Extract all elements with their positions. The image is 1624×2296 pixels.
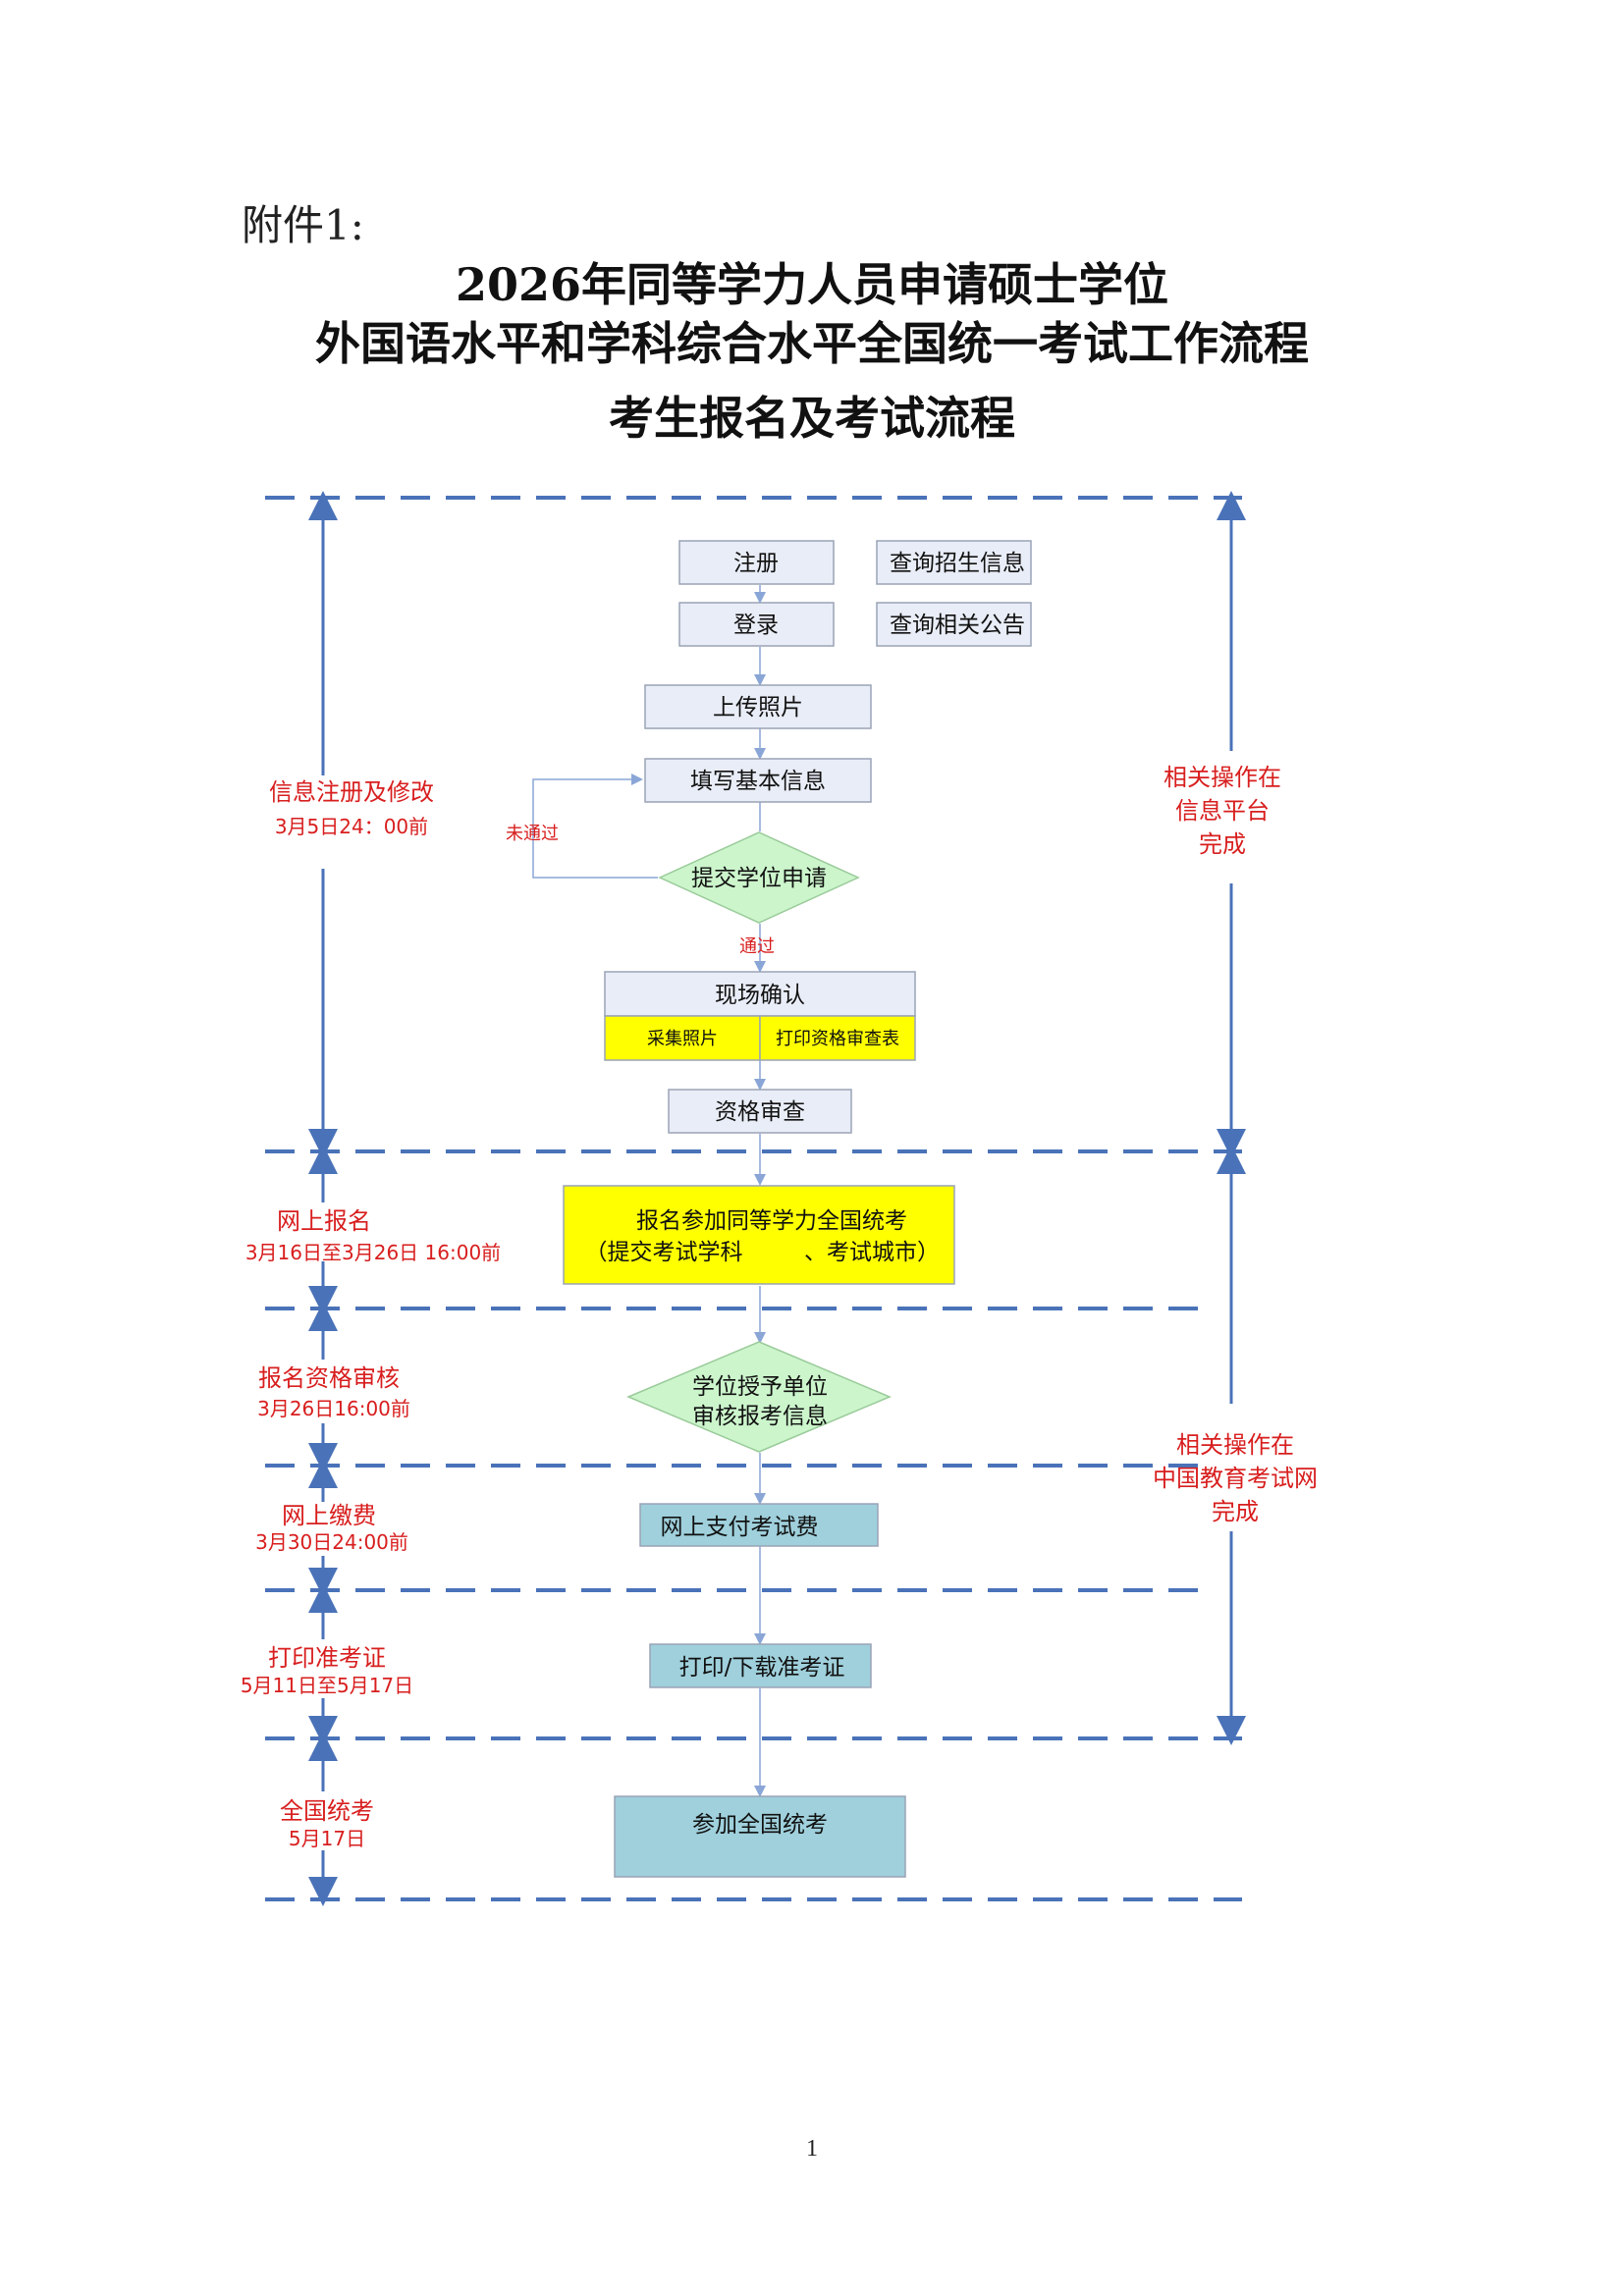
right-note-2-line1: 相关操作在 [1176, 1431, 1294, 1459]
right-note-2-line3: 完成 [1212, 1498, 1259, 1525]
label-onsite-confirm: 现场确认 [715, 983, 805, 1008]
box-upload-photo [644, 684, 872, 729]
label-upload-photo: 上传照片 [713, 695, 803, 721]
label-print-ticket: 打印/下载准考证 [679, 1655, 845, 1681]
label-query-enroll: 查询招生信息 [890, 551, 1025, 576]
stage-3-name: 报名资格审核 [258, 1364, 400, 1392]
box-login [678, 602, 835, 647]
stage-4-date: 3月30日24:00前 [255, 1530, 408, 1554]
label-review-line2: 审核报考信息 [692, 1404, 828, 1429]
label-query-notice: 查询相关公告 [890, 613, 1025, 638]
stage-3-date: 3月26日16:00前 [257, 1397, 410, 1420]
title-line-3: 考生报名及考试流程 [609, 392, 1015, 445]
stage-5-date: 5月11日至5月17日 [241, 1674, 413, 1697]
label-signup-line3: 、考试城市） [804, 1240, 940, 1265]
box-signup [563, 1185, 955, 1285]
label-submit-apply: 提交学位申请 [691, 866, 827, 891]
stage-2-date: 3月16日至3月26日 16:00前 [245, 1241, 501, 1264]
label-print-form: 打印资格审查表 [776, 1029, 899, 1049]
box-register [678, 540, 835, 585]
stage-1-date: 3月5日24：00前 [275, 815, 428, 838]
box-query-notice [876, 602, 1032, 647]
box-query-enroll [876, 540, 1032, 585]
attachment-label: 附件1: [242, 201, 364, 249]
label-collect-photo: 采集照片 [647, 1029, 718, 1049]
stage-6-date: 5月17日 [289, 1827, 365, 1850]
label-signup-line2: （提交考试学科 [585, 1240, 743, 1265]
box-print-ticket [649, 1643, 872, 1688]
label-not-passed: 未通过 [506, 824, 559, 844]
label-signup-line1: 报名参加同等学力全国统考 [636, 1208, 907, 1234]
box-pay [639, 1503, 879, 1547]
box-qualification-review [668, 1089, 852, 1134]
label-review-line1: 学位授予单位 [692, 1374, 828, 1400]
label-register: 注册 [733, 551, 779, 576]
label-fill-info: 填写基本信息 [690, 769, 826, 794]
diamond-submit-apply [658, 831, 860, 924]
title-line-1: 2026年同等学力人员申请硕士学位 [455, 258, 1169, 311]
label-join-exam: 参加全国统考 [692, 1812, 828, 1838]
diamond-review [626, 1341, 892, 1453]
stage-6-name: 全国统考 [280, 1797, 374, 1825]
right-note-1-line3: 完成 [1199, 830, 1246, 858]
stage-4-name: 网上缴费 [282, 1502, 376, 1529]
stage-2-name: 网上报名 [277, 1207, 371, 1235]
right-note-2-line2: 中国教育考试网 [1153, 1465, 1318, 1492]
right-note-1-line1: 相关操作在 [1164, 764, 1281, 791]
stage-5-name: 打印准考证 [268, 1644, 386, 1672]
right-note-1-line2: 信息平台 [1175, 797, 1270, 825]
box-fill-info [644, 758, 872, 803]
box-print-form [759, 1015, 916, 1061]
label-pay: 网上支付考试费 [661, 1515, 819, 1540]
label-qualification-review: 资格审查 [715, 1099, 805, 1125]
stage-1-name: 信息注册及修改 [269, 778, 434, 806]
box-onsite-confirm [604, 971, 916, 1017]
page-number: 1 [806, 2136, 818, 2162]
label-login: 登录 [733, 613, 779, 638]
title-line-2: 外国语水平和学科综合水平全国统一考试工作流程 [315, 317, 1309, 370]
box-join-exam [614, 1795, 906, 1878]
box-collect-photo [604, 1015, 761, 1061]
label-passed: 通过 [739, 936, 775, 957]
